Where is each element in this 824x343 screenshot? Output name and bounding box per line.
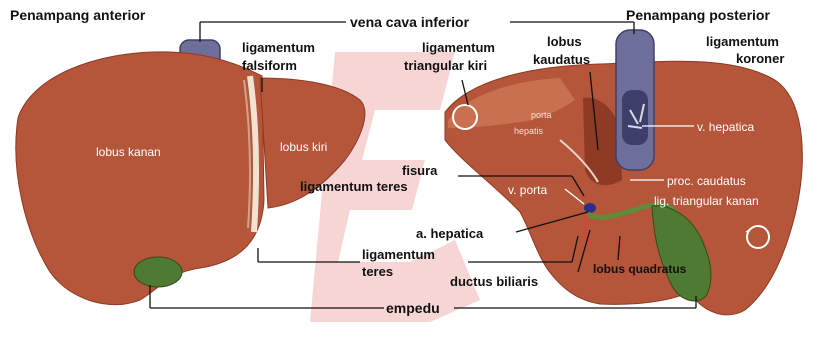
label-fisura-2: ligamentum teres <box>300 179 408 194</box>
label-empedu: empedu <box>386 300 440 316</box>
label-lobus-kanan: lobus kanan <box>96 145 161 159</box>
vena-cava-posterior <box>616 30 654 170</box>
label-ligamentum-koroner-1: ligamentum <box>706 34 779 49</box>
label-lobus-kaudatus-2: kaudatus <box>533 52 590 67</box>
label-lig-triangular-kanan: lig. triangular kanan <box>654 194 759 208</box>
label-ligamentum-teres-1: ligamentum <box>362 247 435 262</box>
label-lobus-kiri: lobus kiri <box>280 140 327 154</box>
label-lobus-quadratus: lobus quadratus <box>593 262 687 276</box>
label-proc-caudatus: proc. caudatus <box>667 174 746 188</box>
label-fisura-1: fisura <box>402 163 438 178</box>
label-porta-hepatis-1: porta <box>531 110 552 120</box>
label-ductus-biliaris: ductus biliaris <box>450 274 538 289</box>
label-ligamentum-koroner-2: koroner <box>736 51 784 66</box>
label-ligamentum-triangular-kiri-1: ligamentum <box>422 40 495 55</box>
label-v-hepatica: v. hepatica <box>697 120 754 134</box>
label-vena-cava-inferior: vena cava inferior <box>350 14 470 30</box>
label-ligamentum-falsiform-1: ligamentum <box>242 40 315 55</box>
gallbladder-anterior <box>134 257 182 287</box>
porta-vessel-blue <box>584 203 596 213</box>
label-porta-hepatis-2: hepatis <box>514 126 544 136</box>
label-ligamentum-teres-2: teres <box>362 264 393 279</box>
label-v-porta: v. porta <box>508 183 547 197</box>
label-a-hepatica: a. hepatica <box>416 226 484 241</box>
label-ligamentum-falsiform-2: falsiform <box>242 58 297 73</box>
label-lobus-kaudatus-1: lobus <box>547 34 582 49</box>
label-ligamentum-triangular-kiri-2: triangular kiri <box>404 58 487 73</box>
label-penampang-anterior: Penampang anterior <box>10 7 146 23</box>
label-penampang-posterior: Penampang posterior <box>626 7 770 23</box>
